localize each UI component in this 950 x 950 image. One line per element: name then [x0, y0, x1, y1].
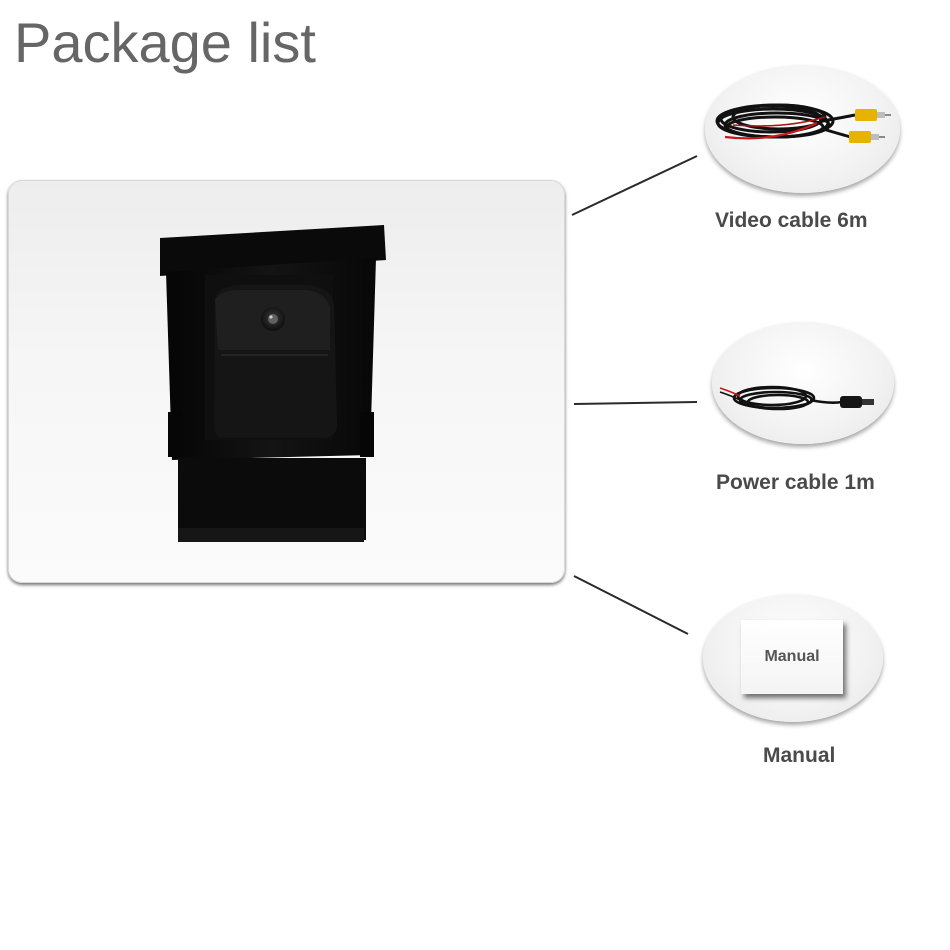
- manual-caption: Manual: [763, 744, 836, 767]
- connector-line-manual: [573, 575, 689, 635]
- main-product-panel: [8, 180, 565, 583]
- camera-bracket-icon: [160, 225, 386, 542]
- connector-line-video: [571, 155, 698, 216]
- manual-card-label: Manual: [764, 648, 820, 665]
- video-cable-icon: [715, 103, 891, 143]
- video-cable-thumbnail: [705, 65, 900, 193]
- page-title: Package list: [14, 11, 316, 74]
- power-cable-thumbnail: [712, 322, 894, 444]
- video-cable-caption: Video cable 6m: [715, 209, 868, 232]
- manual-card-icon: Manual: [741, 620, 843, 694]
- power-cable-icon: [719, 385, 874, 411]
- power-cable-caption: Power cable 1m: [716, 471, 875, 494]
- connector-line-power: [573, 401, 698, 405]
- manual-thumbnail: Manual: [703, 594, 883, 722]
